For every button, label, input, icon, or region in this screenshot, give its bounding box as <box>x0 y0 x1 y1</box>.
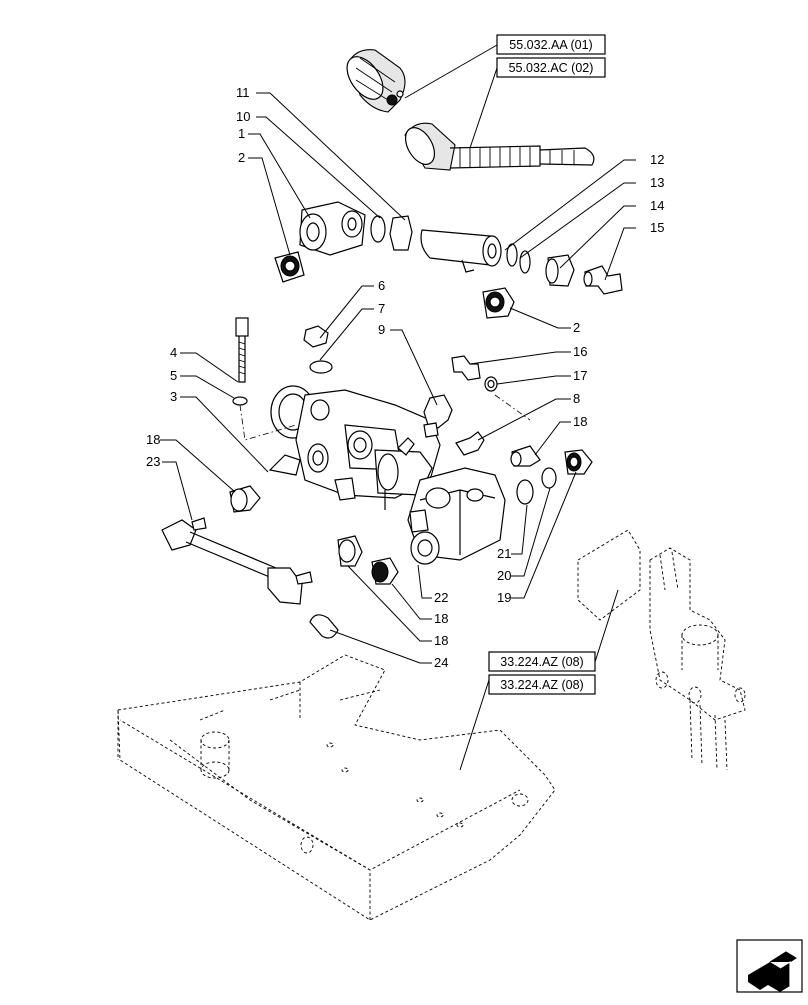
electrical-connector <box>346 49 406 113</box>
nut-11 <box>389 215 413 251</box>
callout-2-right: 2 <box>573 320 580 335</box>
callout-6: 6 <box>378 278 385 293</box>
callout-numbers: 11 10 1 2 12 13 14 15 6 7 9 16 17 8 2 4 … <box>146 85 664 670</box>
washer-17 <box>484 376 498 392</box>
reference-leaders <box>404 44 619 771</box>
reference-box-55-032-aa[interactable]: 55.032.AA (01) <box>496 34 606 55</box>
callout-11: 11 <box>236 85 250 100</box>
centerline <box>494 394 531 421</box>
washer-5 <box>232 396 248 406</box>
o-ring-13 <box>519 250 531 274</box>
o-ring-10 <box>370 215 386 243</box>
callout-18-bottom-b: 18 <box>434 633 448 648</box>
reference-box-33-224-az-2[interactable]: 33.224.AZ (08) <box>488 674 596 695</box>
elbow-fitting-9 <box>423 394 453 438</box>
bolt-4 <box>235 317 249 383</box>
plug-18-bottom-a <box>337 535 363 567</box>
callout-18-right: 18 <box>573 414 587 429</box>
tube-fitting <box>420 229 502 273</box>
callout-18-left: 18 <box>146 432 160 447</box>
callout-8: 8 <box>573 391 580 406</box>
reference-label: 55.032.AA (01) <box>509 38 592 52</box>
o-ring-7 <box>309 360 333 374</box>
reference-label: 33.224.AZ (08) <box>500 678 583 692</box>
callout-19: 19 <box>497 590 511 605</box>
valve-inset-phantom <box>577 529 746 771</box>
callout-9: 9 <box>378 322 385 337</box>
nut-2 <box>482 287 515 319</box>
o-ring-21 <box>516 479 534 505</box>
fitting-16 <box>451 355 481 381</box>
reference-label: 55.032.AC (02) <box>509 61 594 75</box>
plug-18-bottom-b <box>371 557 399 585</box>
callout-23: 23 <box>146 454 160 469</box>
adapter-14 <box>545 254 575 287</box>
harness-connector <box>404 122 595 171</box>
reference-box-33-224-az-1[interactable]: 33.224.AZ (08) <box>488 651 596 672</box>
callout-21: 21 <box>497 546 511 561</box>
clip-24 <box>309 614 339 639</box>
plug-18-right <box>510 445 541 467</box>
callout-15: 15 <box>650 220 664 235</box>
callout-12: 12 <box>650 152 664 167</box>
callout-7: 7 <box>378 301 385 316</box>
valve-block <box>407 467 506 565</box>
callout-4: 4 <box>170 345 177 360</box>
o-ring-20 <box>541 467 557 489</box>
reference-label: 33.224.AZ (08) <box>500 655 583 669</box>
callout-2: 2 <box>238 150 245 165</box>
callout-1: 1 <box>238 126 245 141</box>
callout-16: 16 <box>573 344 587 359</box>
chassis-frame-phantom <box>117 654 556 921</box>
reference-box-55-032-ac[interactable]: 55.032.AC (02) <box>496 57 606 78</box>
centerline <box>239 404 297 441</box>
callout-5: 5 <box>170 368 177 383</box>
fitting-8 <box>455 431 485 456</box>
brake-valve-assembly <box>268 385 441 510</box>
plug-18-left <box>229 485 261 513</box>
plug-19 <box>564 449 593 475</box>
elbow-fitting <box>274 201 366 283</box>
callout-10: 10 <box>236 109 250 124</box>
callout-14: 14 <box>650 198 664 213</box>
callout-22: 22 <box>434 590 448 605</box>
callout-17: 17 <box>573 368 587 383</box>
o-ring-12 <box>506 243 518 267</box>
callout-13: 13 <box>650 175 664 190</box>
plug-15 <box>583 265 623 295</box>
next-page-arrow-icon[interactable] <box>736 939 803 993</box>
callout-leaders <box>160 92 636 664</box>
callout-18-bottom-a: 18 <box>434 611 448 626</box>
pipe-23 <box>161 517 313 605</box>
callout-24: 24 <box>434 655 448 670</box>
callout-20: 20 <box>497 568 511 583</box>
callout-3: 3 <box>170 389 177 404</box>
nut-6 <box>303 325 329 348</box>
